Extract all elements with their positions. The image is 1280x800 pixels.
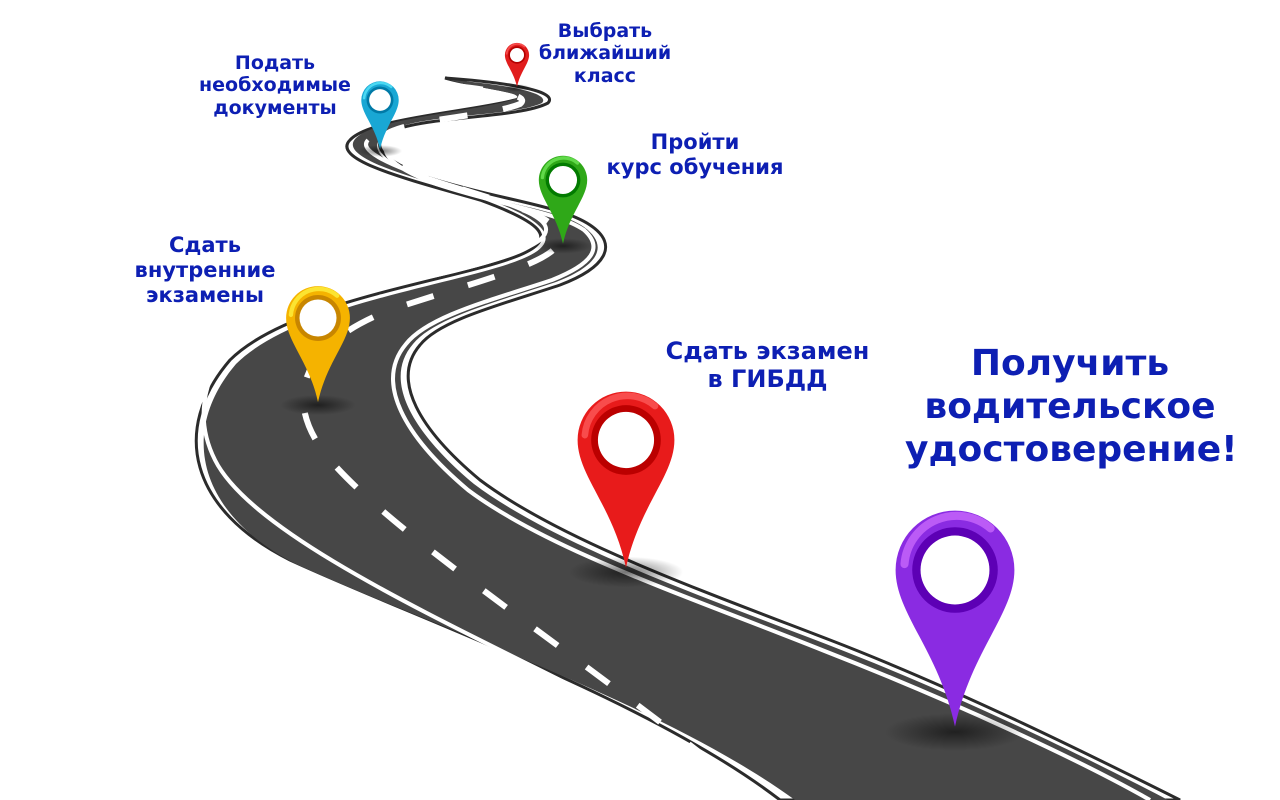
- step-label-submit-documents: Подать необходимые документы: [195, 52, 355, 119]
- pin-hole: [509, 47, 525, 63]
- pin-shadow: [568, 556, 684, 588]
- pin-highlight: [288, 286, 340, 317]
- label-line: экзамены: [146, 282, 264, 307]
- map-pin-icon: [568, 391, 684, 588]
- label-line: внутренние: [134, 257, 276, 282]
- road-center-dashes: [300, 83, 762, 800]
- label-line: Пройти: [650, 130, 740, 154]
- pin-shadow: [884, 713, 1026, 751]
- label-line: Подать: [234, 52, 316, 74]
- label-line: класс: [573, 64, 637, 87]
- map-pin-icon: [534, 155, 592, 254]
- pin-hole: [299, 299, 337, 337]
- pin-hole: [597, 411, 655, 469]
- step-label-internal-exams: Сдать внутренние экзамены: [125, 233, 285, 307]
- map-pin-icon: [280, 286, 356, 416]
- pin-shadow: [280, 394, 356, 416]
- pin-hole: [369, 89, 391, 111]
- label-line: необходимые: [199, 74, 351, 97]
- map-pin-icon: [357, 81, 403, 157]
- label-line: Получить: [970, 343, 1170, 384]
- road-edge-line: [201, 138, 762, 800]
- label-line: Выбрать: [557, 20, 653, 42]
- pin-highlight: [900, 511, 995, 569]
- map-pin-icon: [502, 42, 532, 92]
- road: [194, 76, 1181, 800]
- label-line: ближайший: [538, 42, 672, 65]
- pin-highlight: [505, 43, 526, 55]
- label-line: Сдать экзамен: [665, 337, 870, 365]
- pin-shadow: [357, 145, 403, 157]
- pin-highlight: [581, 392, 659, 439]
- pin-shadow: [502, 84, 532, 92]
- step-label-choose-class: Выбрать ближайший класс: [530, 20, 680, 87]
- step-label-complete-course: Пройти курс обучения: [600, 130, 790, 180]
- label-line: водительское: [924, 386, 1216, 428]
- pin-hole: [548, 165, 578, 195]
- step-label-get-license: Получить водительское удостоверение!: [905, 342, 1238, 472]
- pin-highlight: [540, 156, 580, 180]
- label-line: в ГИБДД: [707, 365, 828, 394]
- map-pin-icon: [884, 510, 1026, 751]
- pin-highlight: [362, 81, 393, 100]
- label-line: курс обучения: [606, 154, 784, 179]
- label-line: удостоверение!: [905, 429, 1238, 471]
- label-line: документы: [213, 96, 337, 119]
- pin-shadow: [534, 238, 592, 254]
- step-label-gibdd-exam: Сдать экзамен в ГИБДД: [650, 337, 885, 394]
- label-line: Сдать: [169, 233, 241, 257]
- pin-hole: [920, 535, 990, 605]
- pins: [280, 42, 1026, 751]
